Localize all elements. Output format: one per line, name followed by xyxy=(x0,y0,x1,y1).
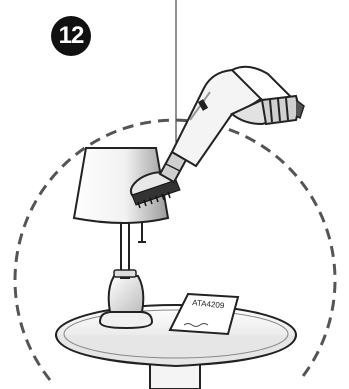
label-card-icon: ATA4209 xyxy=(170,294,238,334)
handheld-vacuum-icon xyxy=(172,67,304,166)
